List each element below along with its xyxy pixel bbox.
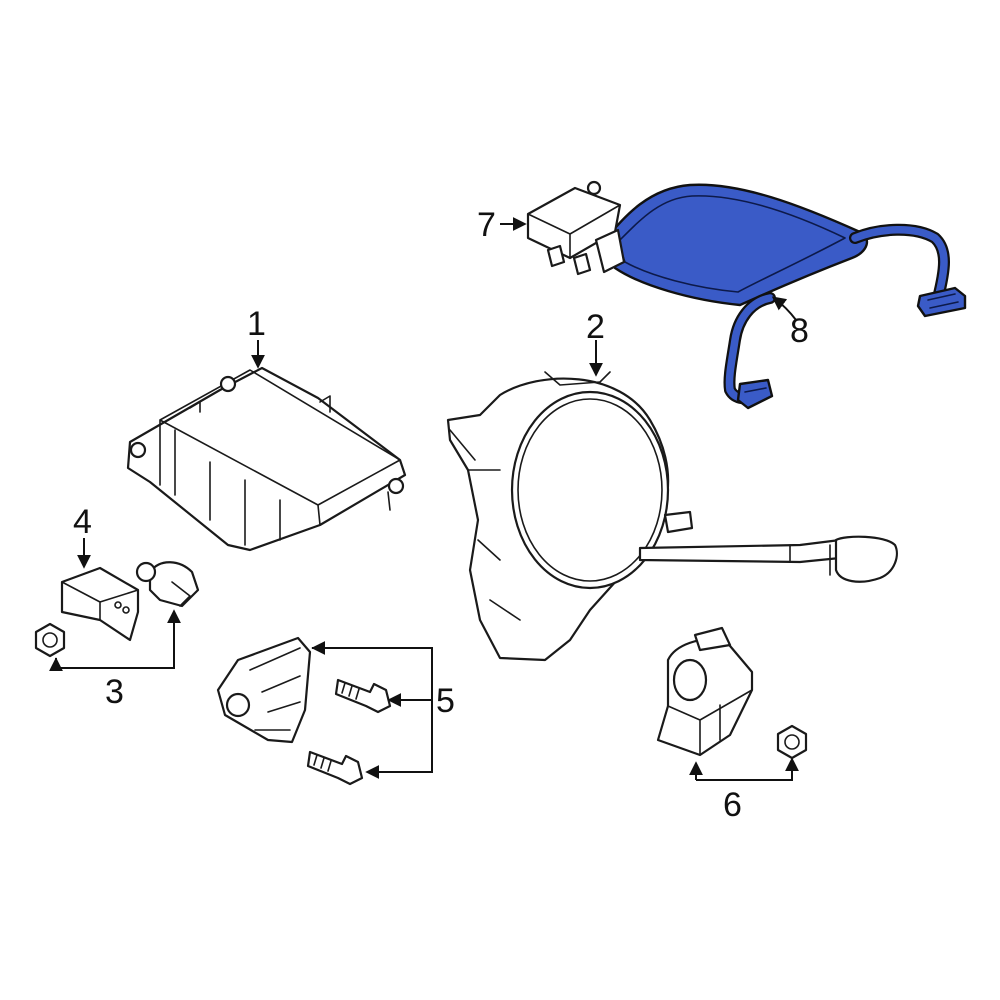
control-module-part-7[interactable] bbox=[526, 180, 626, 276]
leader-6 bbox=[696, 757, 799, 781]
harness-connector-right bbox=[916, 286, 967, 318]
callout-3[interactable]: 3 bbox=[105, 673, 124, 711]
bolt-upper-part-5[interactable] bbox=[334, 678, 392, 714]
clock-spring-part-2[interactable] bbox=[446, 371, 898, 662]
leader-8 bbox=[771, 296, 797, 321]
callout-4[interactable]: 4 bbox=[73, 503, 92, 541]
callout-1[interactable]: 1 bbox=[247, 305, 266, 343]
callout-8[interactable]: 8 bbox=[790, 312, 809, 350]
callout-2[interactable]: 2 bbox=[586, 308, 605, 346]
bolt-lower-part-5[interactable] bbox=[306, 750, 364, 786]
sensor-part-6[interactable] bbox=[656, 626, 754, 757]
nut-part-6[interactable] bbox=[776, 724, 808, 760]
callout-7[interactable]: 7 bbox=[477, 206, 496, 244]
wire-harness-part-8[interactable] bbox=[603, 183, 967, 410]
leader-5 bbox=[312, 647, 433, 779]
callout-5[interactable]: 5 bbox=[436, 682, 455, 720]
airbag-module-part-1[interactable] bbox=[126, 366, 407, 552]
harness-connector-lower bbox=[736, 378, 774, 410]
callout-6[interactable]: 6 bbox=[723, 786, 742, 824]
bracket-part-4[interactable] bbox=[60, 566, 140, 642]
sensor-bracket-part-5[interactable] bbox=[216, 636, 312, 744]
impact-sensor-part-3[interactable] bbox=[135, 561, 200, 608]
nut-part-3[interactable] bbox=[34, 622, 66, 658]
